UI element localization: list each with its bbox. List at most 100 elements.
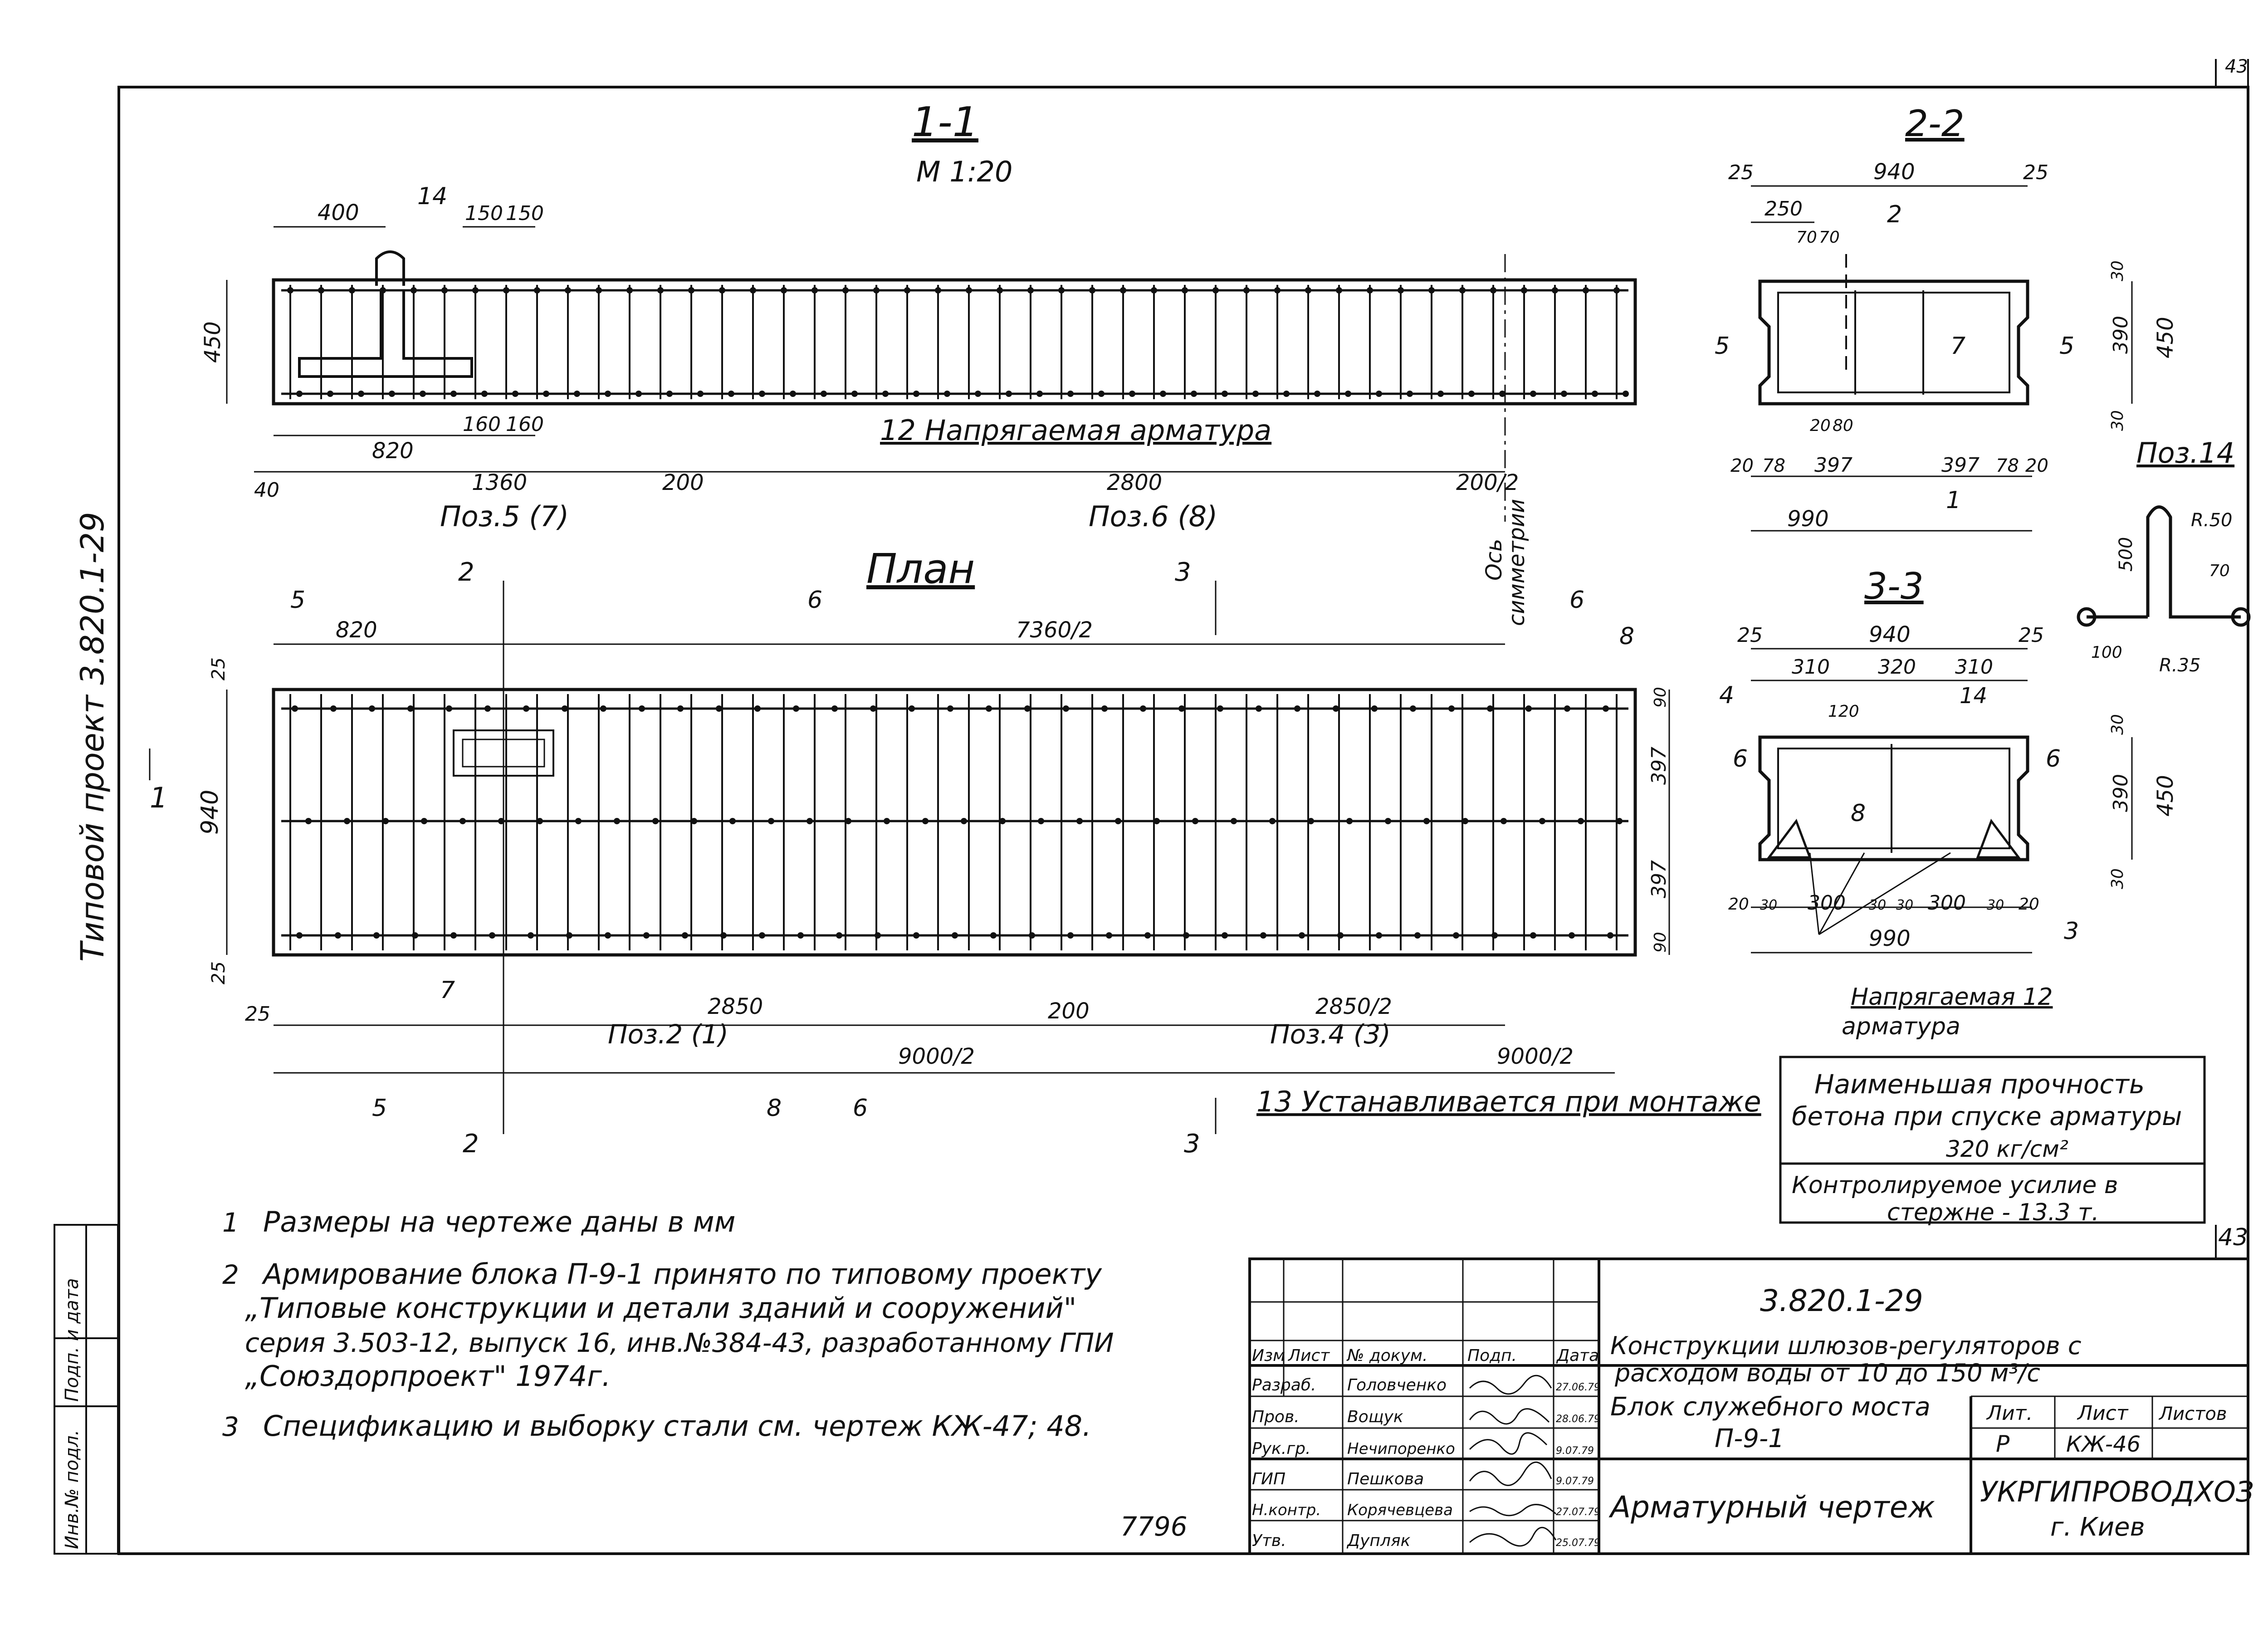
plan-dim-25-top: 25 [208, 657, 229, 680]
signer-role: Рук.гр. [1252, 1439, 1310, 1458]
s22-dim-397a: 397 [1814, 454, 1853, 477]
s11-dim-1360: 1360 [472, 470, 527, 495]
rebar-dot [884, 818, 890, 824]
strength-line5: стержне - 13.3 т. [1887, 1199, 2099, 1226]
title-drawing: Арматурный чертеж [1608, 1490, 1935, 1525]
s11-dim-150a: 150 [465, 202, 503, 225]
rebar-dot [986, 705, 992, 712]
plan-dim-2850: 2850 [708, 994, 763, 1019]
rebar-dot [793, 705, 799, 712]
rebar-dot [688, 287, 694, 294]
rebar-dot [412, 932, 418, 939]
rebar-dot [1308, 818, 1314, 824]
note-1-num: 1 [222, 1207, 239, 1238]
rebar-dot [1038, 818, 1044, 824]
rebar-dot [1115, 818, 1121, 824]
rebar-dot [997, 287, 1003, 294]
rebar-dot [1183, 932, 1189, 939]
rebar-dot [327, 391, 333, 397]
section-3-3-title: 3-3 [1864, 565, 1924, 607]
beam-plan [272, 688, 1637, 957]
plan-dim-25-bottom: 25 [208, 961, 229, 984]
signer-role: Утв. [1252, 1531, 1286, 1550]
rebar-dot [836, 932, 842, 939]
rebar-dot [528, 932, 534, 939]
rebar-dot [1151, 287, 1157, 294]
s33-dim-990: 990 [1869, 926, 1911, 951]
rebar-dot [873, 287, 880, 294]
hdr-izm: Изм [1252, 1346, 1285, 1365]
rebar-dot [596, 287, 602, 294]
rebar-dot [574, 391, 580, 397]
rebar-dot [639, 705, 645, 712]
s11-dim-150b: 150 [506, 202, 544, 225]
plan-cut-1: 1 [150, 781, 167, 814]
note-3-line1: Спецификацию и выборку стали см. чертеж … [263, 1409, 1091, 1443]
rebar-dot [1252, 391, 1259, 397]
rebar-dot [1067, 391, 1074, 397]
stamp-inv-label: Инв.№ подл. [62, 1430, 83, 1549]
rebar-dot [1525, 705, 1532, 712]
plan-cut-3-bottom: 3 [1184, 1129, 1200, 1159]
rebar-dot [523, 705, 529, 712]
rebar-dot [750, 287, 756, 294]
s22-dim-20a: 20 [1810, 416, 1831, 435]
rebar-dot [720, 932, 727, 939]
s33-dim-30-bottom: 30 [2108, 868, 2127, 889]
plan-dim-right-90a: 90 [1651, 687, 1670, 708]
title-project-line2: расходом воды от 10 до 150 м³/с [1614, 1359, 2040, 1387]
left-stamp [54, 1224, 119, 1555]
rebar-dot [1182, 287, 1188, 294]
s11-dim-160a: 160 [463, 413, 501, 436]
rebar-dot [1260, 932, 1266, 939]
s22-callout-2: 2 [1887, 201, 1902, 228]
rebar-dot [1487, 705, 1493, 712]
signer-name: Вощук [1347, 1408, 1403, 1426]
pos14-dim-500: 500 [2116, 537, 2136, 572]
rebar-dot [373, 932, 380, 939]
plan-callout-8-bottom: 8 [767, 1095, 782, 1122]
rebar-dot [759, 391, 765, 397]
plan-dimension-lines [149, 581, 1670, 1134]
rebar-dot [922, 818, 929, 824]
rebar-dot [292, 705, 298, 712]
rebar-dot [999, 818, 1006, 824]
signer-name: Корячевцева [1347, 1501, 1453, 1519]
rebar-dot [643, 932, 650, 939]
rebar-dot [875, 932, 881, 939]
s33-callout-6-left: 6 [1733, 745, 1748, 773]
rebar-dot [626, 287, 633, 294]
rebar-dot [1314, 391, 1320, 397]
rebar-dot [935, 287, 941, 294]
pos14-dim-r50: R.50 [2191, 510, 2232, 531]
signer-date: 27.07.79 [1556, 1507, 1600, 1518]
s33-dim-30c: 30 [1896, 897, 1913, 913]
rebar-dot [1006, 391, 1012, 397]
hdr-list: Лист [1287, 1346, 1330, 1365]
note-1-line1: Размеры на чертеже даны в мм [263, 1205, 735, 1238]
rebar-dot [1462, 818, 1468, 824]
rebar-dot [952, 932, 958, 939]
rebar-dot [407, 705, 414, 712]
rebar-dot [1592, 391, 1598, 397]
rebar-dot [845, 818, 851, 824]
rebar-dot [1578, 818, 1584, 824]
lit-hdr-list: Лист [2077, 1402, 2129, 1425]
rebar-dot [1067, 932, 1074, 939]
sheet-frame [117, 59, 2249, 1555]
title-doc-code: 3.820.1-29 [1760, 1283, 1923, 1318]
s22-dim-30-top: 30 [2108, 260, 2127, 281]
rebar-dot [1371, 705, 1378, 712]
signer-date: 9.07.79 [1556, 1445, 1594, 1457]
s22-dim-940: 940 [1873, 159, 1915, 185]
rebar-dot [472, 287, 479, 294]
rebar-dot [562, 705, 568, 712]
rebar-dot [842, 287, 849, 294]
rebar-dot [1269, 818, 1276, 824]
section-3-3-shape [1758, 735, 2029, 935]
rebar-dot [1129, 391, 1135, 397]
rebar-dot [1283, 391, 1290, 397]
rebar-dot [1437, 391, 1444, 397]
signer-role: ГИП [1252, 1470, 1286, 1488]
